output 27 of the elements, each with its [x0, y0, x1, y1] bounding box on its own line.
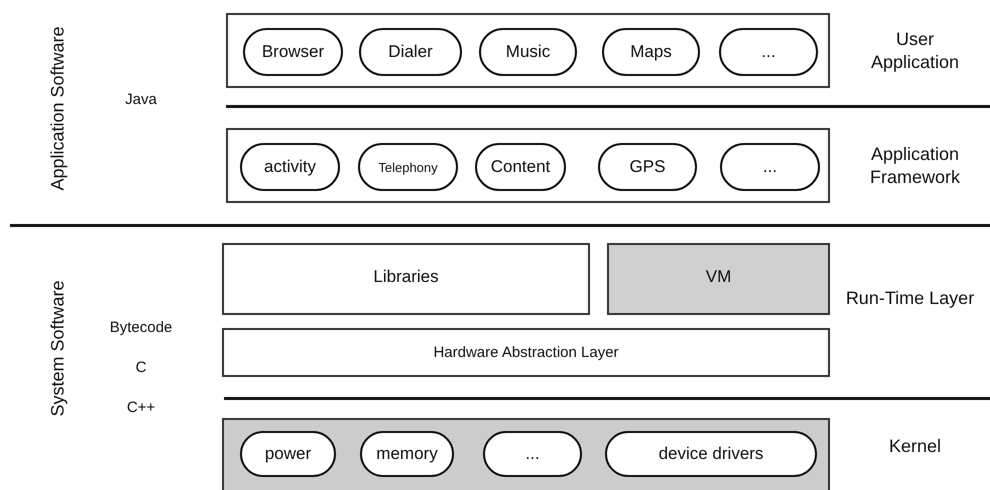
- component-pill: Music: [479, 28, 577, 76]
- component-pill: ...: [719, 28, 818, 76]
- language-label: C++: [126, 399, 156, 416]
- component-pill: ...: [483, 431, 582, 477]
- component-pill: ...: [720, 143, 820, 191]
- language-label: Bytecode: [108, 319, 174, 336]
- layer-box: Hardware Abstraction Layer: [222, 328, 830, 377]
- layer-title: Run-Time Layer: [844, 287, 976, 310]
- layer-title: User Application: [870, 28, 960, 74]
- component-pill: Content: [475, 143, 566, 191]
- component-pill: Browser: [243, 28, 343, 76]
- component-pill: activity: [240, 143, 340, 191]
- component-pill: Maps: [602, 28, 700, 76]
- component-pill: Dialer: [359, 28, 462, 76]
- runtime-box: VM: [607, 243, 830, 315]
- component-pill: memory: [360, 431, 454, 477]
- component-pill: device drivers: [605, 431, 817, 477]
- component-pill: GPS: [598, 143, 697, 191]
- side-label: System Software: [48, 279, 68, 419]
- component-pill: power: [240, 431, 336, 477]
- component-pill: Telephony: [358, 143, 458, 191]
- layer-title: Application Framework: [868, 142, 961, 188]
- library-box: Libraries: [222, 243, 590, 315]
- layer-title: Kernel: [888, 435, 942, 458]
- language-label: Java: [124, 91, 158, 108]
- language-label: C: [134, 359, 148, 376]
- side-label: Application Software: [48, 25, 68, 193]
